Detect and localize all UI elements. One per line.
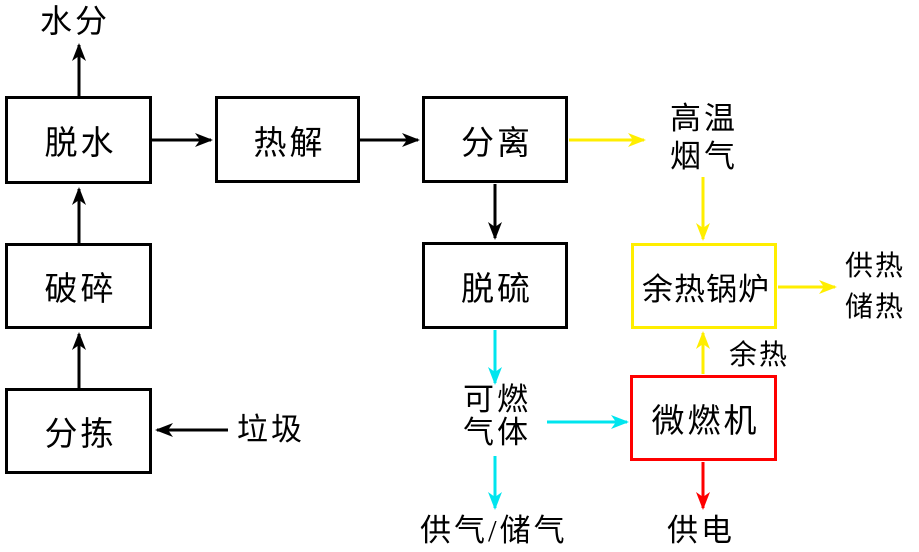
label-combustible-gas-line1: 可燃	[463, 382, 531, 417]
node-dewater: 脱水	[5, 96, 152, 184]
node-crushing-label: 破碎	[44, 272, 117, 308]
node-sorting: 分拣	[5, 388, 152, 474]
label-flue-gas-line2: 烟气	[670, 139, 738, 174]
node-waste-heat-boiler: 余热锅炉	[631, 243, 777, 329]
label-gas-supply: 供气/储气	[420, 513, 568, 548]
label-garbage: 垃圾	[237, 412, 305, 447]
node-crushing: 破碎	[5, 243, 152, 329]
label-heat-supply-line2: 储热	[845, 292, 906, 323]
label-power-supply: 供电	[667, 513, 735, 548]
node-waste-heat-boiler-label: 余热锅炉	[642, 271, 770, 307]
label-heat-supply-line1: 供热	[845, 251, 906, 282]
node-separation: 分离	[422, 96, 568, 183]
label-combustible-gas-line2: 气体	[463, 415, 531, 450]
node-separation-label: 分离	[461, 125, 533, 162]
node-micro-turbine: 微燃机	[630, 375, 777, 461]
node-dewater-label: 脱水	[44, 126, 117, 162]
label-heat-supply: 供热 储热	[845, 246, 905, 328]
label-flue-gas: 高温 烟气	[640, 100, 768, 176]
label-moisture: 水分	[40, 3, 111, 39]
node-micro-turbine-label: 微燃机	[651, 404, 760, 440]
node-desulfurization: 脱硫	[422, 242, 568, 329]
label-combustible-gas: 可燃 气体	[433, 383, 561, 449]
node-sorting-label: 分拣	[44, 417, 117, 453]
node-desulfurization-label: 脱硫	[461, 271, 533, 308]
node-pyrolysis-label: 热解	[253, 125, 326, 162]
label-waste-heat: 余热	[729, 340, 790, 371]
label-flue-gas-line1: 高温	[670, 101, 738, 136]
node-pyrolysis: 热解	[215, 96, 360, 183]
